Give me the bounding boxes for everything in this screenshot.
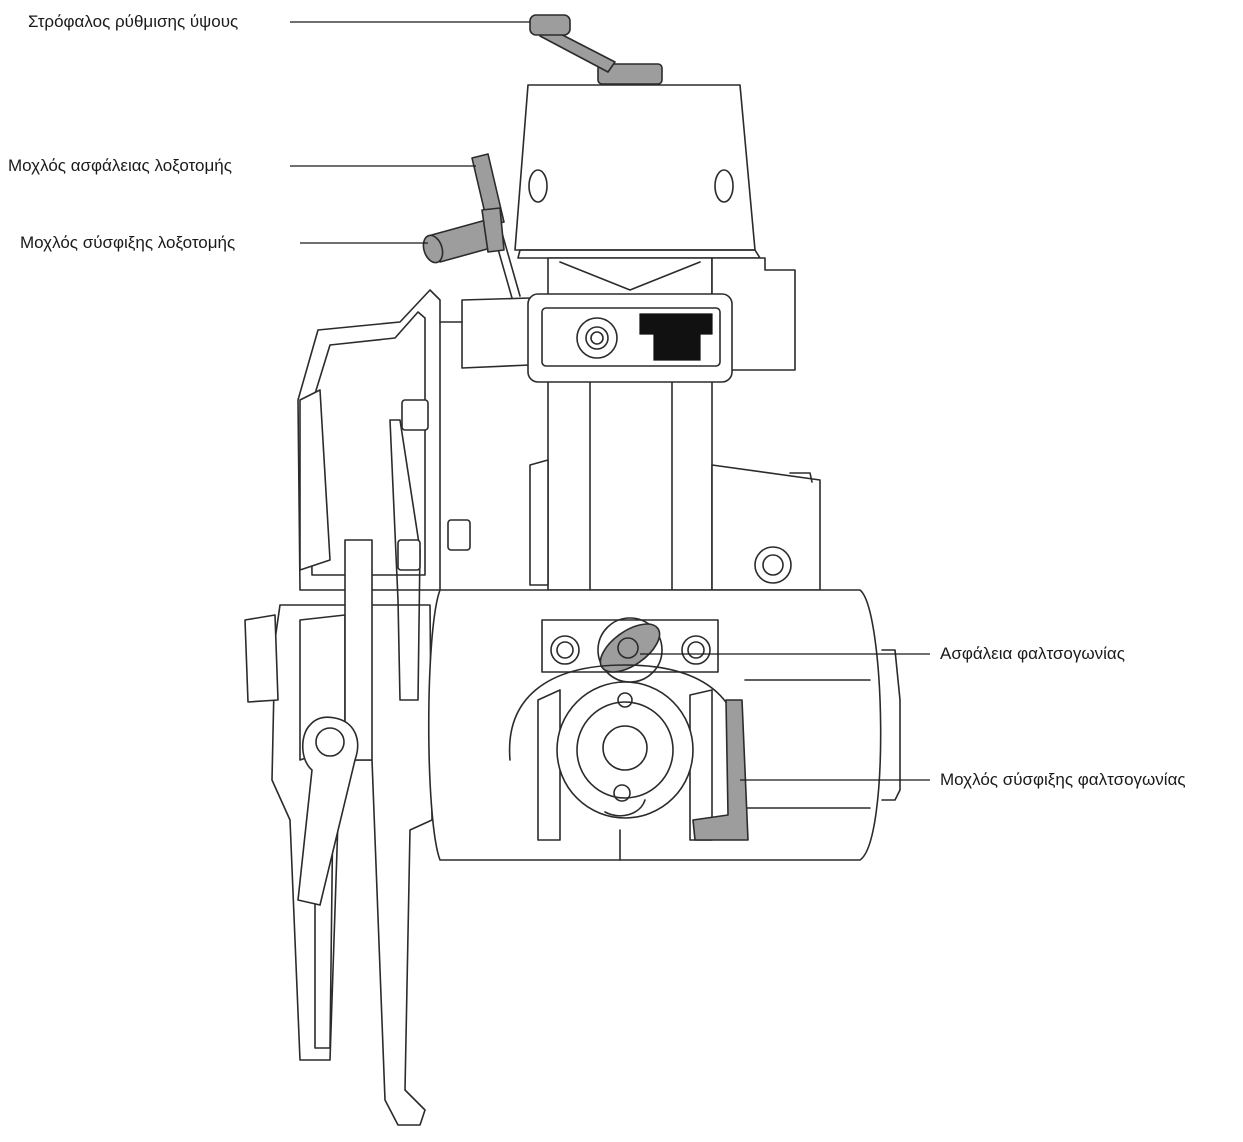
label-miter-clamp-lever: Μοχλός σύσφιξης φαλτσογωνίας xyxy=(940,770,1186,789)
bevel-handle-lever xyxy=(297,716,359,906)
bevel-clamp-lever xyxy=(422,207,505,264)
clamp-bracket xyxy=(439,293,733,383)
top-housing xyxy=(514,84,761,259)
height-crank xyxy=(529,14,663,85)
label-bevel-clamp-lever: Μοχλός σύσφιξης λοξοτομής xyxy=(20,233,236,252)
side-knobs xyxy=(397,399,471,571)
miter-clamp-lever xyxy=(692,699,749,841)
label-bevel-lock-lever: Μοχλός ασφάλειας λοξοτομής xyxy=(8,156,232,175)
label-miter-lock: Ασφάλεια φαλτσογωνίας xyxy=(940,644,1125,663)
miter-lock xyxy=(597,617,663,683)
column xyxy=(529,257,713,591)
label-height-crank: Στρόφαλος ρύθμισης ύψους xyxy=(28,12,239,31)
leader-lines xyxy=(290,21,930,781)
rear-block xyxy=(711,257,821,591)
